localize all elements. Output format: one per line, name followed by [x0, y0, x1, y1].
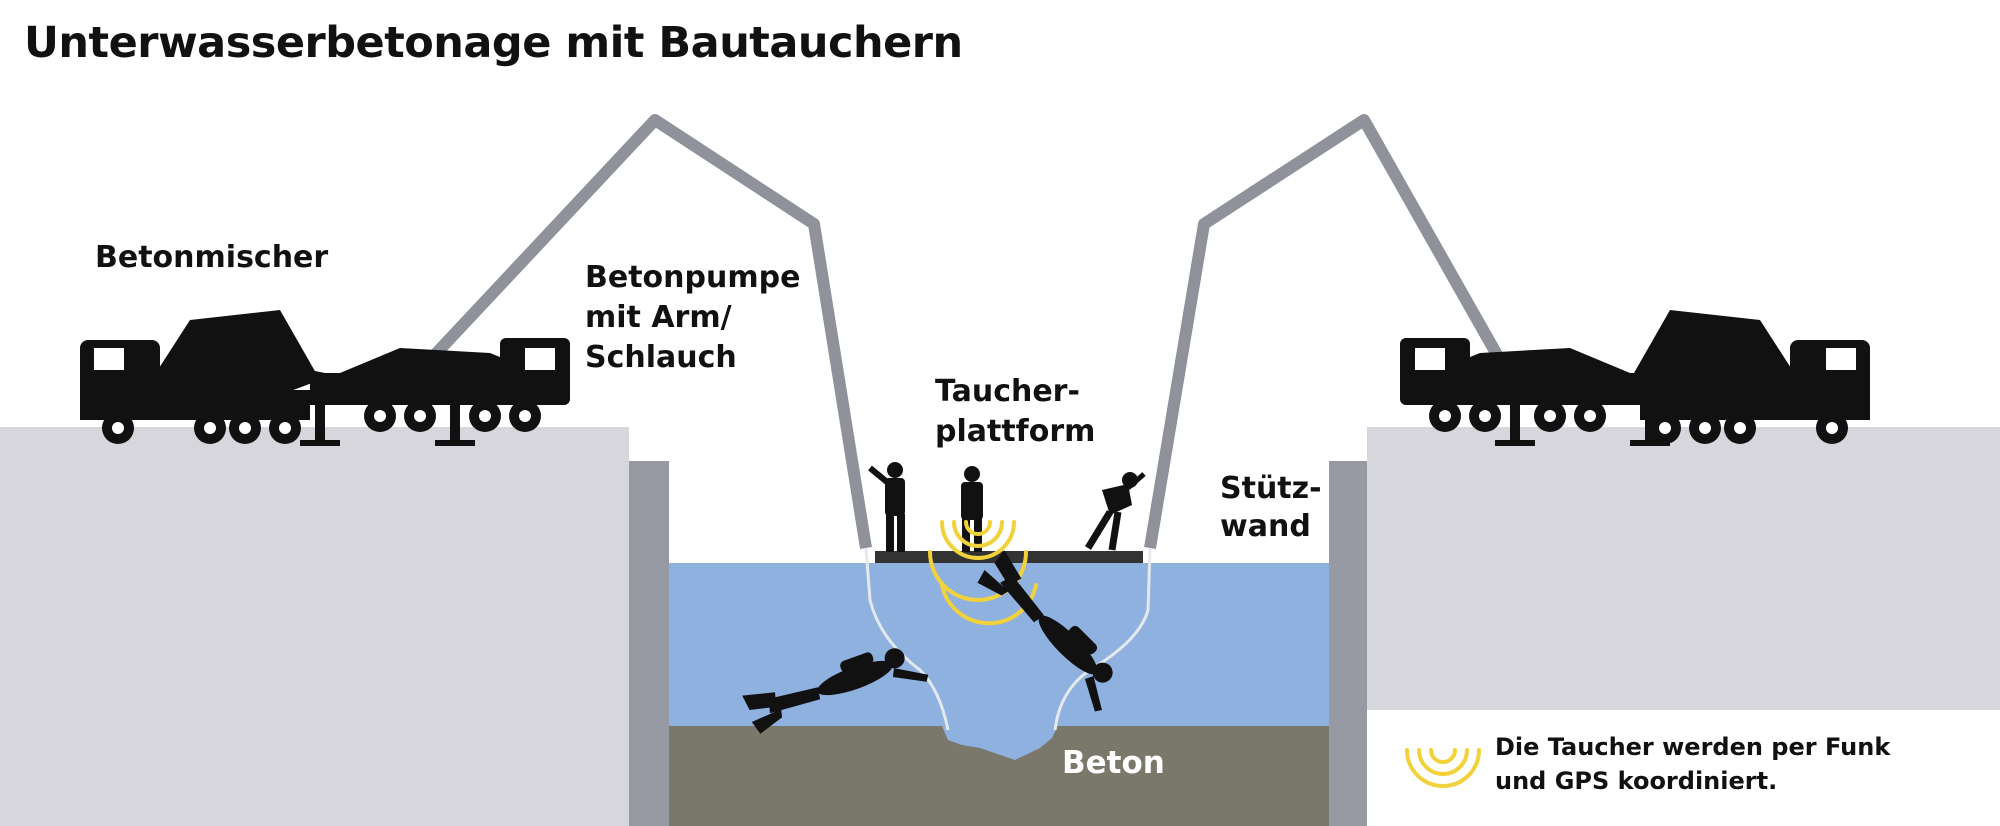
label-concrete: Beton: [1062, 745, 1165, 781]
legend-radio-signal-icon: [1405, 748, 1481, 788]
label-line: Schlauch: [585, 340, 737, 375]
ground-right: [1367, 427, 2000, 710]
mixer-truck-right: [1630, 310, 1870, 444]
support-wall-left: [629, 461, 669, 826]
legend-line: und GPS koordiniert.: [1495, 767, 1778, 795]
label-line: wand: [1220, 509, 1311, 544]
hose-left-underwater: [864, 547, 950, 731]
worker-right: [1085, 472, 1146, 551]
worker-center: [961, 466, 983, 552]
legend-text: Die Taucher werden per Funk und GPS koor…: [1495, 730, 1890, 798]
radio-signal-icon: [928, 520, 1028, 602]
diver-platform: [875, 551, 1143, 563]
legend-line: Die Taucher werden per Funk: [1495, 733, 1891, 761]
label-diver-platform: Taucher- plattform: [935, 372, 1095, 452]
label-line: Taucher-: [935, 374, 1080, 409]
label-line: Betonpumpe: [585, 260, 801, 295]
page-title: Unterwasserbetonage mit Bautauchern: [24, 18, 963, 68]
concrete-pour-pit: [942, 726, 1058, 760]
label-line: Stütz-: [1220, 471, 1322, 506]
label-line: plattform: [935, 414, 1096, 449]
pump-boom-left: [425, 114, 872, 549]
label-concrete-pump: Betonpumpe mit Arm/ Schlauch: [585, 258, 800, 378]
label-line: mit Arm/: [585, 300, 732, 335]
pump-hose-right-inner: [1159, 138, 1491, 549]
mixer-truck-left: [80, 310, 320, 444]
ground-left: [0, 427, 629, 826]
pump-boom-right: [1144, 114, 1506, 549]
label-support-wall: Stütz- wand: [1220, 470, 1322, 546]
worker-left: [868, 462, 905, 552]
support-wall-right: [1329, 461, 1367, 826]
pump-hose-left-inner: [439, 138, 857, 549]
label-concrete-mixer: Betonmischer: [95, 240, 329, 275]
